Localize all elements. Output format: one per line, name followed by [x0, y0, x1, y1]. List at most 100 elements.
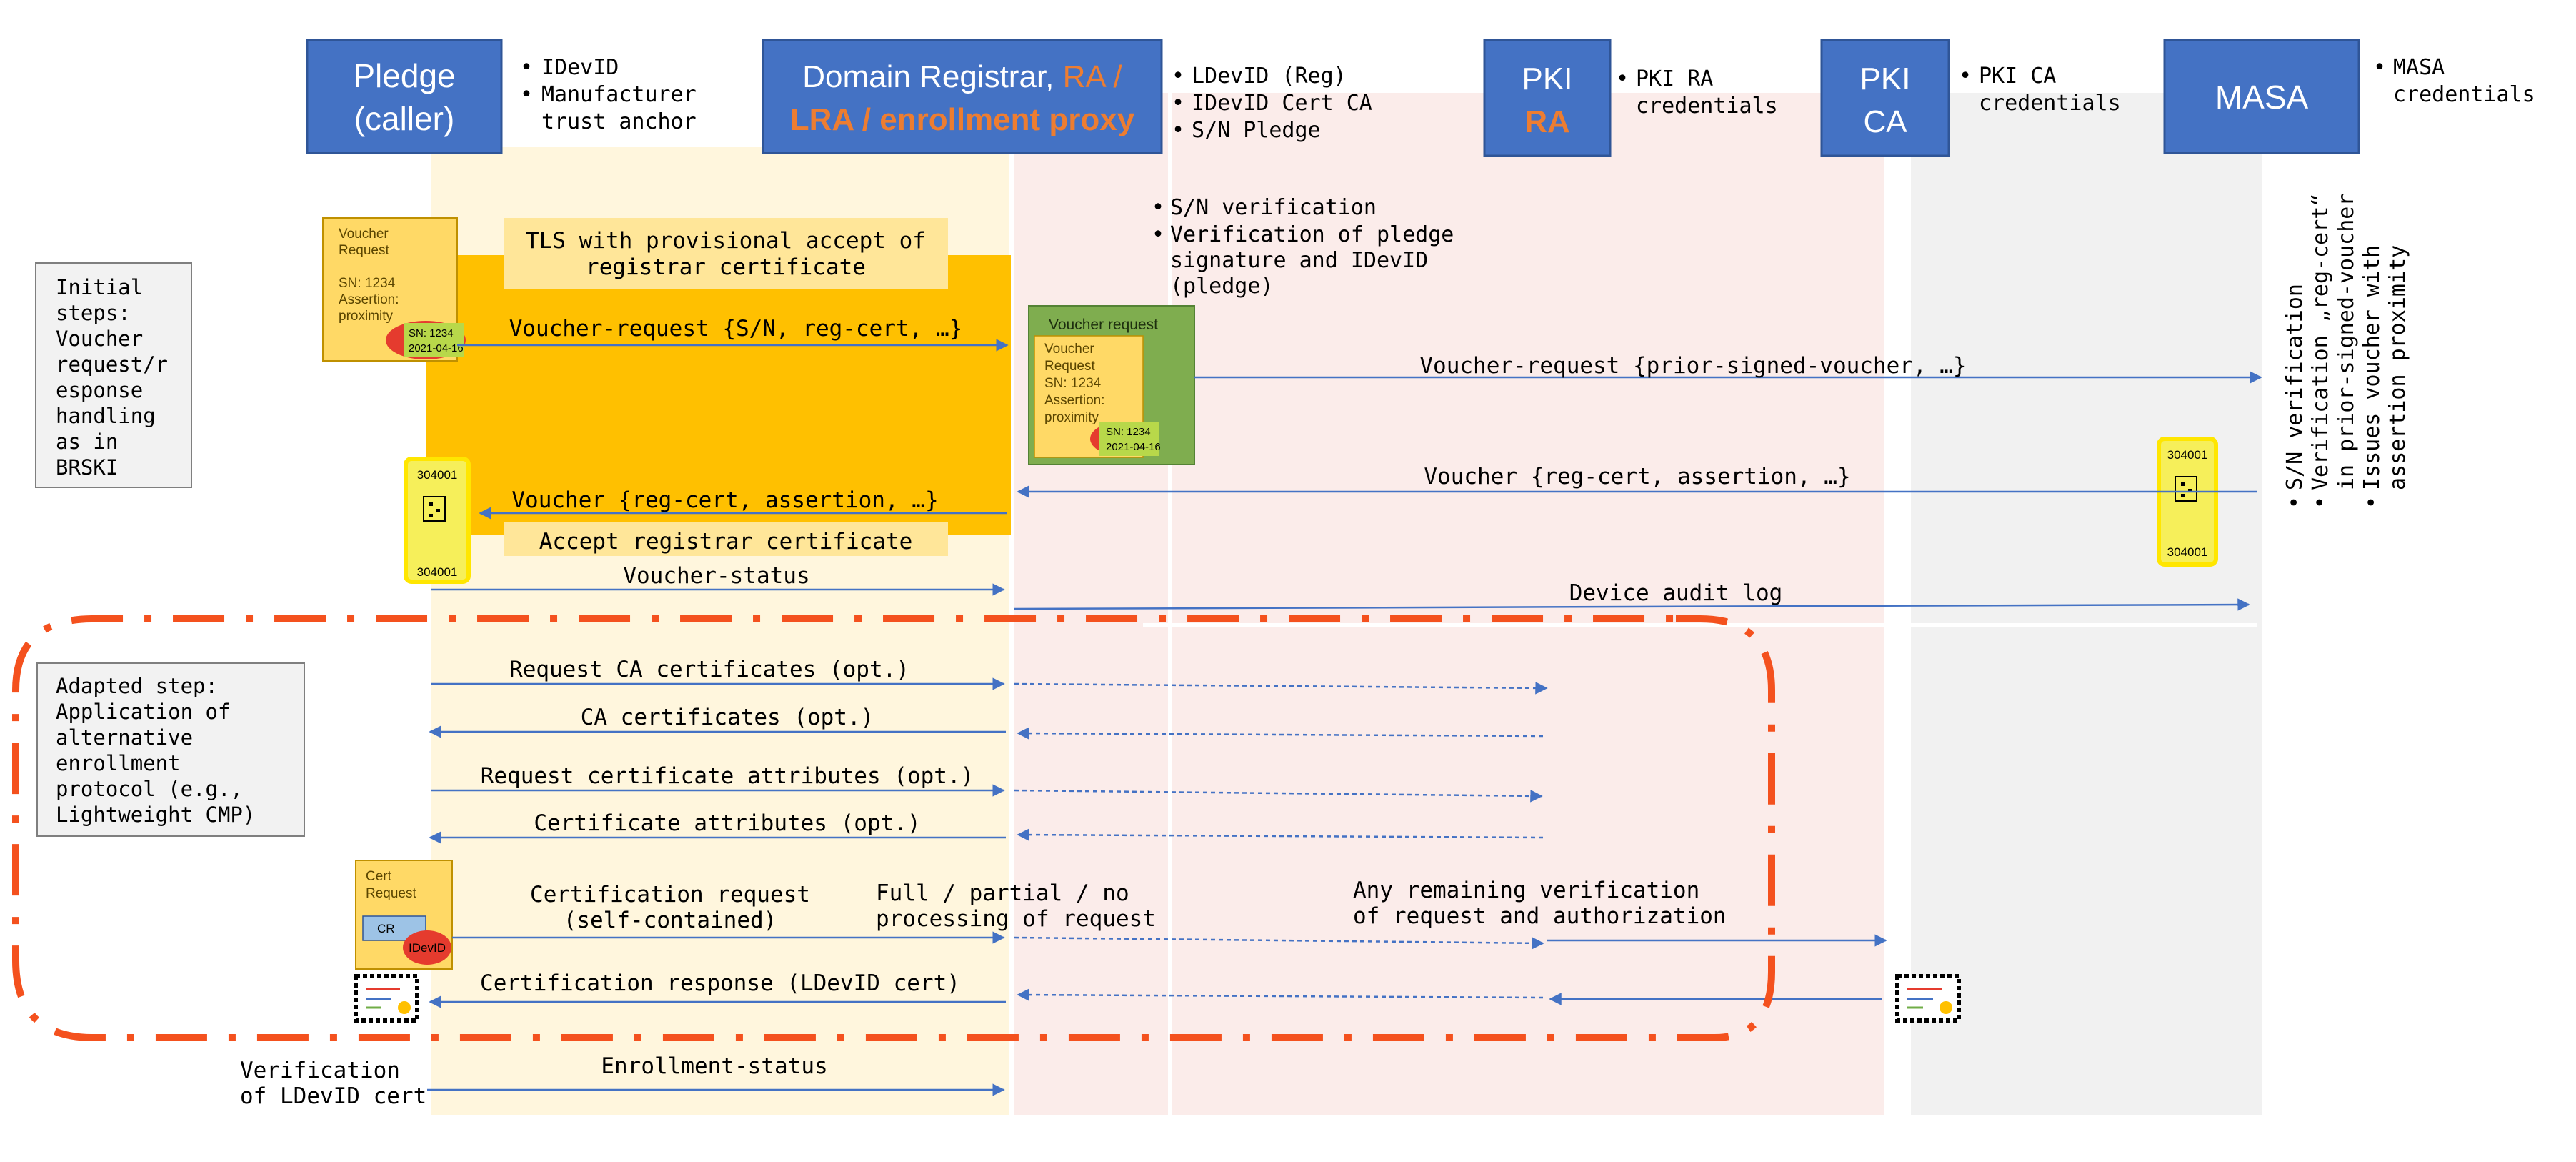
- pki-ca-credential: PKI CA: [1979, 64, 2056, 89]
- note-line: esponse: [56, 378, 143, 402]
- registrar-check: S/N verification: [1170, 195, 1377, 220]
- svg-text:proximity: proximity: [1044, 410, 1099, 425]
- pki-ca-credential: credentials: [1979, 91, 2121, 116]
- registrar-credential: IDevID Cert CA: [1192, 91, 1372, 116]
- pki-ra-credentials: • PKI RA credentials: [1616, 66, 1778, 119]
- tls-label-line1: TLS with provisional accept of: [526, 228, 926, 254]
- pki-ra-lane-left: [1014, 93, 1168, 1115]
- note-line: Initial: [56, 275, 143, 299]
- pki-ra-title: PKI: [1522, 61, 1573, 96]
- registrar-subtitle: LRA / enrollment proxy: [790, 102, 1135, 137]
- svg-text:304001: 304001: [417, 468, 458, 482]
- tls-band: [426, 255, 1011, 535]
- label-device-audit-log: Device audit log: [1569, 580, 1783, 606]
- masa-check: assertion proximity: [2385, 245, 2410, 490]
- note-line: request/r: [56, 352, 168, 377]
- pledge-title: Pledge: [353, 57, 455, 94]
- arrow-cert-attrs-dashed: [1017, 828, 1544, 841]
- svg-text:SN: 1234: SN: 1234: [1106, 426, 1151, 438]
- label-request-ca-certs: Request CA certificates (opt.): [509, 657, 909, 682]
- svg-text:proximity: proximity: [339, 309, 394, 324]
- label-cert-attrs: Certificate attributes (opt.): [534, 810, 920, 836]
- message-arrows: [427, 339, 2262, 1096]
- svg-text:2021-04-16: 2021-04-16: [1106, 441, 1161, 453]
- tls-accept-label: Accept registrar certificate: [539, 529, 913, 555]
- masa-credentials: • MASA credentials: [2373, 55, 2535, 107]
- label-voucher-status: Voucher-status: [623, 563, 809, 589]
- initial-steps-note: Initial steps: Voucher request/r esponse…: [35, 262, 192, 488]
- svg-text:Voucher: Voucher: [1044, 342, 1094, 357]
- label-cert-response: Certification response (LDevID cert): [480, 970, 960, 996]
- registrar-check: Verification of pledge: [1170, 222, 1454, 247]
- svg-text:•: •: [520, 82, 533, 107]
- svg-text:304001: 304001: [2167, 448, 2208, 462]
- svg-text:•: •: [520, 55, 533, 80]
- label-ca-certs: CA certificates (opt.): [581, 705, 874, 730]
- svg-text:304001: 304001: [2167, 545, 2208, 559]
- svg-text:Assertion:: Assertion:: [1044, 393, 1104, 408]
- svg-text:•: •: [2282, 496, 2307, 509]
- label-cert-request: Certification request: [530, 882, 810, 908]
- tls-label-band: [504, 218, 948, 289]
- participant-masa: MASA: [2163, 39, 2360, 154]
- adapted-step-note: Adapted step: Application of alternative…: [36, 662, 305, 837]
- participant-pledge: Pledge (caller): [306, 39, 503, 154]
- tls-accept-band: [504, 522, 948, 556]
- pledge-credential: trust anchor: [541, 109, 697, 134]
- masa-credential: MASA: [2393, 55, 2445, 80]
- label-voucher-pledge: Voucher {reg-cert, assertion, …}: [511, 487, 938, 513]
- svg-text:•: •: [1172, 91, 1184, 116]
- pledge-credential: IDevID: [541, 55, 619, 80]
- signed-voucher-request-doc: Voucher request Voucher Request SN: 1234…: [1028, 305, 1195, 465]
- pki-ca-credentials: • PKI CA credentials: [1959, 64, 2121, 116]
- pledge-subtitle: (caller): [354, 100, 455, 137]
- svg-text:IDevID: IDevID: [409, 941, 446, 955]
- masa-check: S/N verification: [2282, 284, 2307, 490]
- tls-label-line2: registrar certificate: [586, 254, 866, 280]
- svg-text:•: •: [1152, 222, 1164, 247]
- svg-text:304001: 304001: [417, 565, 458, 579]
- pledge-credential: Manufacturer: [541, 82, 697, 107]
- pki-ca-subtitle: CA: [1863, 104, 1907, 139]
- message-labels: Voucher-request {S/N, reg-cert, …} Vouch…: [240, 316, 1967, 1109]
- label-verification-ldevid: of LDevID cert: [240, 1083, 426, 1109]
- certificate-icon: [354, 974, 419, 1023]
- svg-text:SN: 1234: SN: 1234: [339, 276, 396, 291]
- label-voucher-request-masa: Voucher-request {prior-signed-voucher, ……: [1419, 353, 1966, 379]
- masa-check: in prior-signed-voucher: [2334, 194, 2359, 490]
- svg-text:Request: Request: [339, 243, 389, 258]
- svg-text:•: •: [1152, 195, 1164, 220]
- pki-ra-subtitle: RA: [1524, 104, 1570, 139]
- label-processing: Full / partial / no: [876, 880, 1129, 906]
- note-line: Voucher: [56, 327, 143, 351]
- registrar-title: Domain Registrar,: [802, 59, 1062, 94]
- svg-text:Assertion:: Assertion:: [339, 292, 399, 307]
- note-line: handling: [56, 404, 156, 428]
- svg-text:•: •: [1172, 118, 1184, 143]
- svg-text:Domain Registrar, RA /: Domain Registrar, RA /: [802, 59, 1122, 94]
- voucher-token-pledge: 304001 304001: [404, 457, 471, 584]
- participant-pki-ra: PKI RA: [1483, 39, 1612, 157]
- svg-text:CR: CR: [377, 922, 395, 935]
- label-remaining-verification: Any remaining verification: [1353, 878, 1699, 903]
- masa-credential: credentials: [2393, 82, 2535, 107]
- certificate-icon: [1895, 974, 1961, 1023]
- svg-text:SN: 1234: SN: 1234: [1044, 376, 1102, 391]
- registrar-checks: • S/N verification • Verification of ple…: [1152, 195, 1454, 299]
- note-line: steps:: [56, 301, 131, 325]
- adapted-step-boundary: [12, 615, 1775, 1041]
- note-line: Lightweight CMP): [56, 803, 255, 827]
- pki-ca-title: PKI: [1860, 61, 1911, 96]
- svg-text:Cert: Cert: [366, 869, 392, 884]
- arrow-device-audit-log: [1014, 598, 2250, 611]
- signature-stamp: [404, 323, 464, 357]
- label-voucher-request: Voucher-request {S/N, reg-cert, …}: [509, 316, 963, 342]
- arrow-cert-request-dashed: [1014, 936, 1544, 950]
- label-verification-ldevid: Verification: [240, 1058, 400, 1083]
- label-enrollment-status: Enrollment-status: [601, 1053, 827, 1079]
- label-processing: processing of request: [876, 906, 1156, 932]
- arrow-ca-certs-dashed: [1017, 727, 1544, 740]
- svg-text:•: •: [2373, 55, 2386, 80]
- note-line: as in: [56, 429, 118, 454]
